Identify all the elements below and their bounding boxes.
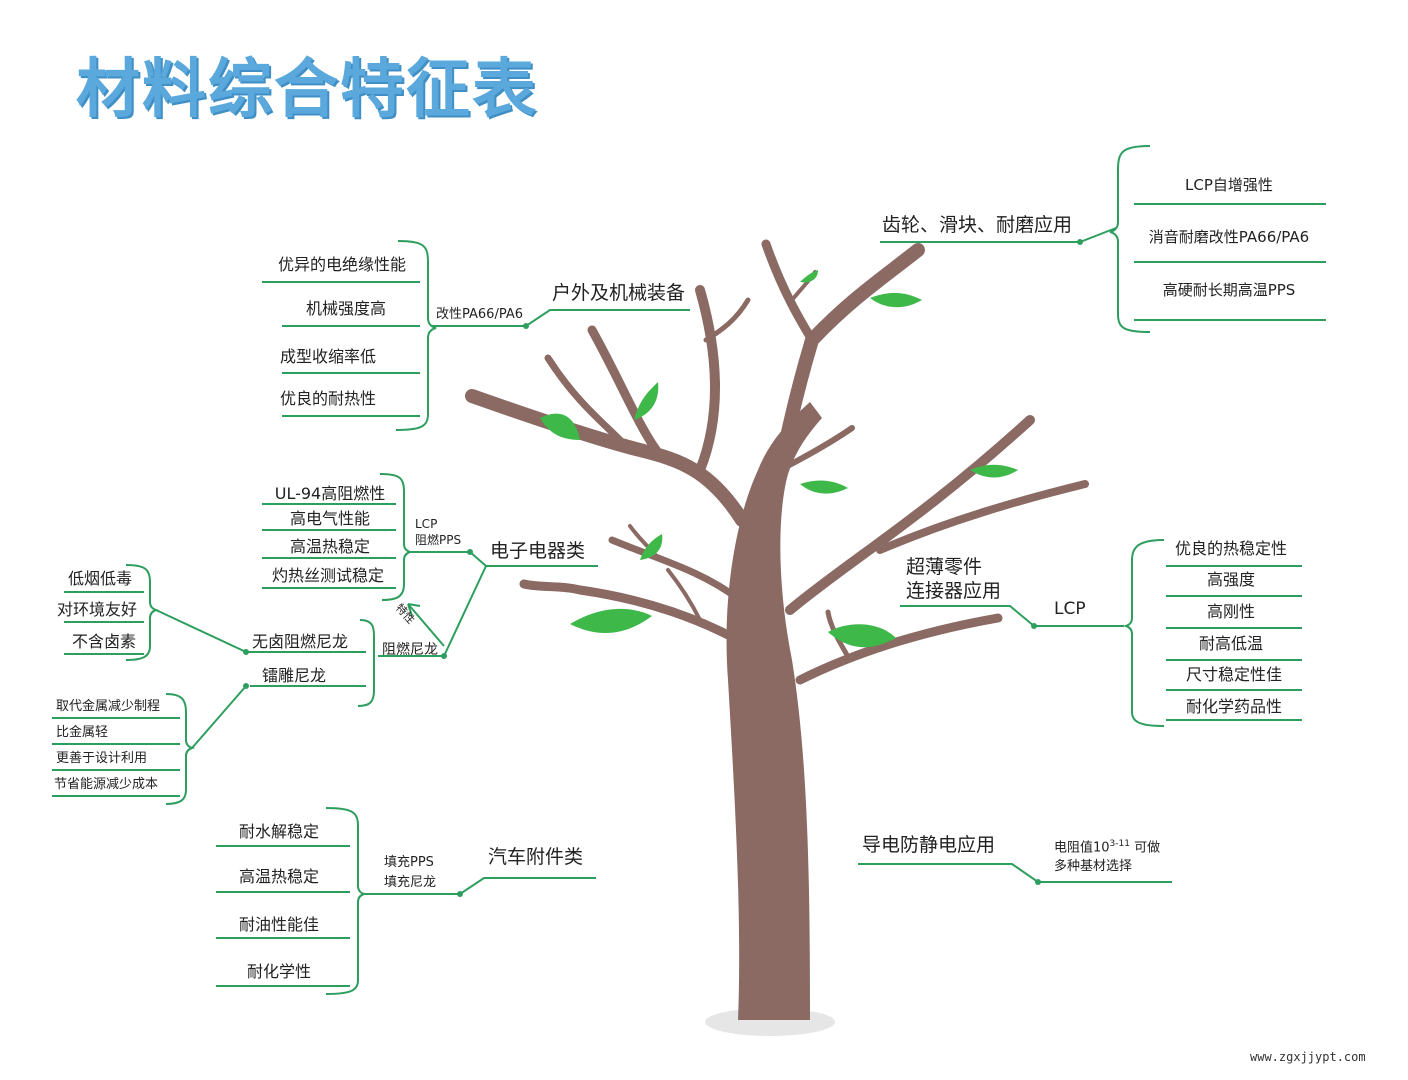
resistance-note: 电阻值103-11 可做 多种基材选择 bbox=[1054, 838, 1160, 877]
plated-nylon-label: 镭雕尼龙 bbox=[262, 666, 327, 685]
electrical-item: 高电气性能 bbox=[289, 509, 370, 528]
outdoor-item: 机械强度高 bbox=[305, 299, 386, 318]
electrical-item: UL-94高阻燃性 bbox=[274, 484, 386, 503]
halogen-free-label: 无卤阻燃尼龙 bbox=[252, 632, 349, 651]
plated-item: 取代金属减少制程 bbox=[56, 699, 161, 714]
outdoor-item: 优良的耐热性 bbox=[280, 389, 377, 408]
halogen-free-item: 低烟低毒 bbox=[68, 569, 133, 588]
leaf bbox=[800, 480, 848, 494]
outdoor-material-label: 改性PA66/PA6 bbox=[436, 307, 523, 322]
auto-item: 高温热稳定 bbox=[238, 867, 319, 886]
leaf bbox=[540, 413, 580, 440]
leaf bbox=[970, 464, 1018, 478]
auto-item: 耐化学性 bbox=[246, 962, 311, 981]
thin-item: 高强度 bbox=[1206, 570, 1255, 589]
resistance-exponent: 3-11 bbox=[1109, 839, 1130, 849]
outdoor-category-label: 户外及机械装备 bbox=[552, 282, 686, 304]
thin-item: 尺寸稳定性佳 bbox=[1185, 665, 1282, 684]
gear-item: 消音耐磨改性PA66/PA6 bbox=[1148, 228, 1310, 246]
substrate-note: 多种基材选择 bbox=[1054, 859, 1133, 875]
gear-item: LCP自增强性 bbox=[1185, 176, 1273, 194]
gear-item: 高硬耐长期高温PPS bbox=[1162, 281, 1296, 299]
thin-material-label: LCP bbox=[1054, 599, 1086, 619]
resistance-note-suffix: 可做 bbox=[1129, 840, 1161, 856]
leaf bbox=[640, 534, 663, 560]
connector-dots bbox=[243, 239, 1083, 897]
leaf bbox=[870, 292, 922, 308]
outdoor-item: 优异的电绝缘性能 bbox=[277, 255, 406, 274]
halogen-free-item: 不含卤素 bbox=[72, 632, 137, 651]
leaf bbox=[800, 270, 818, 283]
auto-item: 耐水解稳定 bbox=[238, 822, 319, 841]
auto-item: 耐油性能佳 bbox=[238, 915, 319, 934]
electrical-category-label: 电子电器类 bbox=[490, 540, 586, 562]
pps-material-label: 阻燃PPS bbox=[415, 533, 462, 547]
electrical-item: 高温热稳定 bbox=[289, 537, 370, 556]
thin-item: 耐化学药品性 bbox=[1185, 697, 1282, 716]
plated-item: 比金属轻 bbox=[56, 725, 109, 740]
leaf bbox=[570, 608, 652, 634]
thin-item: 耐高低温 bbox=[1198, 634, 1263, 653]
leaf bbox=[828, 624, 896, 648]
thin-item: 优良的热稳定性 bbox=[1174, 539, 1287, 558]
tree-leaves bbox=[540, 270, 1018, 648]
watermark: www.zgxjjypt.com bbox=[1250, 1050, 1366, 1064]
connector-application-label: 连接器应用 bbox=[906, 580, 1002, 602]
lcp-material-label: LCP bbox=[415, 517, 438, 531]
auto-material-label: 填充尼龙 bbox=[384, 875, 437, 890]
conductive-category-label: 导电防静电应用 bbox=[862, 834, 996, 856]
tree-branches bbox=[465, 239, 1089, 685]
gear-category-label: 齿轮、滑块、耐磨应用 bbox=[882, 214, 1073, 236]
nylon-material-label: 阻燃尼龙 bbox=[382, 642, 438, 658]
outdoor-item: 成型收缩率低 bbox=[280, 347, 377, 366]
auto-material-label: 填充PPS bbox=[384, 855, 434, 870]
plated-item: 节省能源减少成本 bbox=[54, 777, 159, 792]
halogen-free-item: 对环境友好 bbox=[57, 600, 138, 619]
plated-item: 更善于设计利用 bbox=[56, 751, 148, 766]
leaf bbox=[634, 382, 659, 420]
thin-parts-label: 超薄零件 bbox=[906, 556, 983, 578]
thin-item: 高刚性 bbox=[1206, 602, 1255, 621]
resistance-note-prefix: 电阻值10 bbox=[1054, 840, 1110, 856]
auto-category-label: 汽车附件类 bbox=[488, 846, 584, 868]
page-title: 材料综合特征表 bbox=[76, 53, 538, 127]
tree-trunk bbox=[726, 402, 822, 1020]
electrical-item: 灼热丝测试稳定 bbox=[271, 566, 384, 585]
